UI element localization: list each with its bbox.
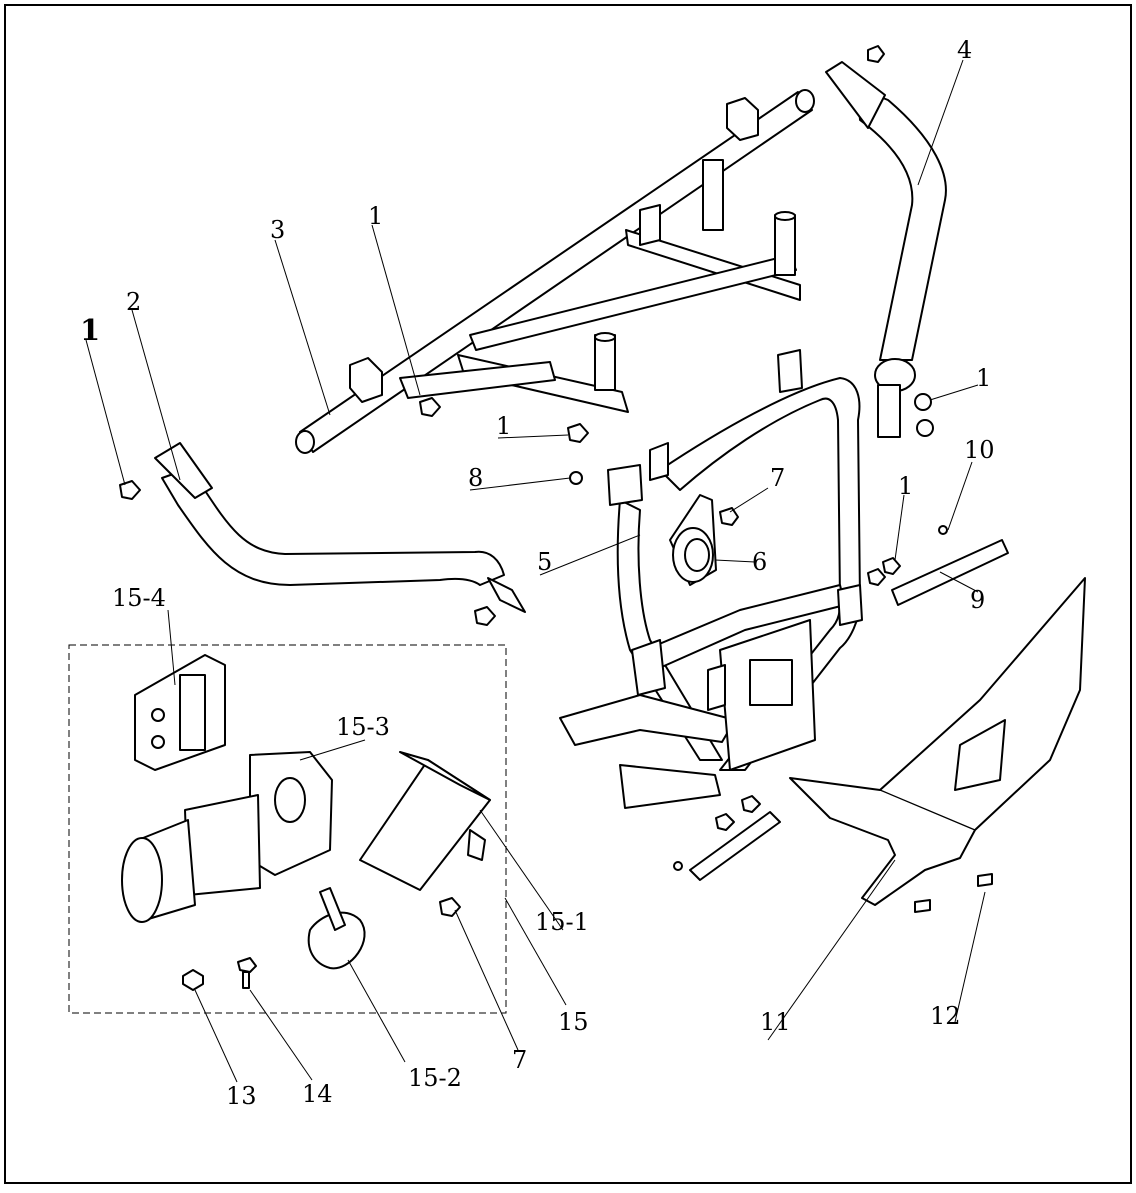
callout-15-1: 15-1 [535, 908, 589, 936]
callout-12: 12 [930, 1002, 961, 1030]
callout-9: 9 [970, 586, 985, 614]
callout-15-3: 15-3 [336, 713, 390, 741]
mounting-straps [689, 539, 1009, 881]
callout-14: 14 [302, 1080, 333, 1108]
main-front-bracket [559, 349, 863, 809]
left-bumper-tube [154, 442, 526, 613]
callout-7-mid: 7 [770, 464, 785, 492]
callout-15-4: 15-4 [112, 584, 166, 612]
callout-15: 15 [558, 1008, 589, 1036]
page-border [4, 4, 1132, 1184]
right-upper-tube [825, 61, 947, 438]
callout-1-top: 1 [368, 202, 383, 230]
winch-assembly [121, 751, 333, 923]
callout-4: 4 [957, 36, 972, 64]
control-box [359, 751, 491, 891]
callout-7-bottom: 7 [512, 1046, 527, 1074]
callout-6: 6 [752, 548, 767, 576]
winch-kit-boundary [68, 644, 507, 1014]
winch-hook [307, 887, 366, 970]
callout-5: 5 [537, 548, 552, 576]
front-upper-frame [295, 89, 815, 454]
front-bumper-skid [789, 577, 1086, 906]
roller-spool [669, 494, 717, 586]
callout-1-right: 1 [976, 364, 991, 392]
callout-15-2: 15-2 [408, 1064, 462, 1092]
callout-3: 3 [270, 216, 285, 244]
callout-1-bracket: 1 [898, 472, 913, 500]
callout-11: 11 [760, 1008, 791, 1036]
callout-8: 8 [468, 464, 483, 492]
leader-lines [85, 59, 986, 1083]
fairlead-bracket [134, 654, 226, 771]
fasteners [119, 45, 993, 991]
callout-13: 13 [226, 1082, 257, 1110]
callout-1-mid: 1 [496, 412, 511, 440]
callout-2: 2 [126, 288, 141, 316]
callout-1-big: 1 [80, 313, 100, 347]
callout-10: 10 [964, 436, 995, 464]
